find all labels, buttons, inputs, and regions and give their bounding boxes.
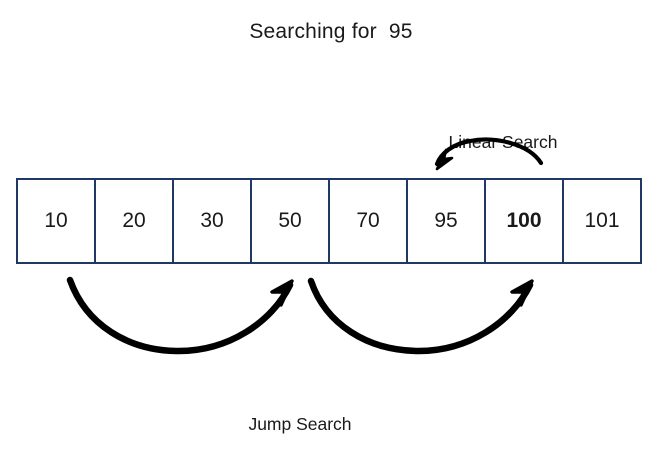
jump-search-arrow-2-icon: [307, 277, 534, 355]
array-cell: 100: [486, 180, 564, 262]
array-cell: 20: [96, 180, 174, 262]
array-cell: 50: [252, 180, 330, 262]
page-title: Searching for 95: [249, 20, 413, 43]
array-cell: 101: [564, 180, 640, 262]
array-cell: 30: [174, 180, 252, 262]
array-table: 10 20 30 50 70 95 100 101: [16, 178, 642, 264]
jump-search-caption-line1: Jump Search: [248, 414, 352, 434]
jump-search-arrow-1-icon: [66, 276, 294, 355]
array-cell: 95: [408, 180, 486, 262]
array-cell: 70: [330, 180, 408, 262]
linear-search-caption-line1: Linear Search: [448, 132, 558, 152]
array-cell: 10: [18, 180, 96, 262]
jump-search-caption: Jump Search (Forward direction): [180, 362, 420, 450]
